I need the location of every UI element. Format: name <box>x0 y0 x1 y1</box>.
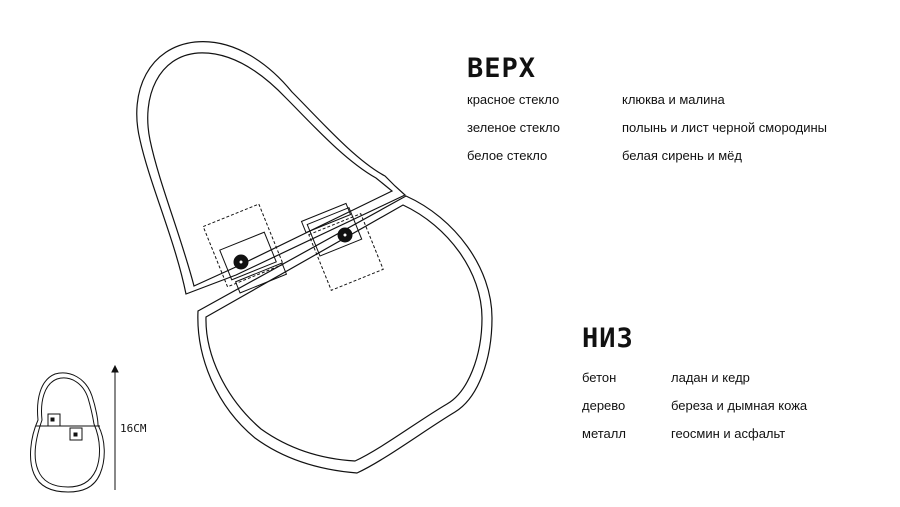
top-row-3-scent: белая сирень и мёд <box>622 148 742 163</box>
hinge-left-dashed-outline <box>202 203 284 288</box>
top-shell-outer <box>136 41 407 295</box>
small-reference-drawing <box>30 372 105 493</box>
hinge-right <box>300 202 384 291</box>
top-shell-inner <box>147 52 394 287</box>
bottom-row-1-scent: ладан и кедр <box>671 370 750 385</box>
bottom-row-2-scent: береза и дымная кожа <box>671 398 808 413</box>
bottom-section-title: НИЗ <box>582 323 634 354</box>
hinge-left <box>202 203 288 294</box>
bottom-row-1-material: бетон <box>582 370 617 385</box>
bottom-row-2-material: дерево <box>582 398 626 413</box>
top-row-1-material: красное стекло <box>467 92 560 107</box>
hinge-right-tab <box>300 202 352 234</box>
dimension-line <box>111 364 119 490</box>
bottom-shell-outer <box>197 195 493 474</box>
small-inner <box>34 377 100 488</box>
top-row-3-material: белое стекло <box>467 148 548 163</box>
top-row-2-material: зеленое стекло <box>467 120 561 135</box>
small-outer <box>30 372 105 493</box>
hinge-left-plate <box>219 231 277 281</box>
bottom-row-3-material: металл <box>582 426 626 441</box>
hinge-right-dashed-outline <box>308 213 384 291</box>
top-row-1-scent: клюква и малина <box>622 92 725 107</box>
top-row-2-scent: полынь и лист черной смородины <box>622 120 827 135</box>
dimension-label: 16СМ <box>120 422 147 435</box>
bottom-shell <box>197 195 493 474</box>
bottom-shell-inner <box>205 204 483 462</box>
bottom-row-3-scent: геосмин и асфальт <box>671 426 786 441</box>
hinge-left-tab <box>234 262 288 294</box>
top-shell <box>136 41 407 295</box>
hinge-right-plate <box>306 206 363 257</box>
top-section-title: ВЕРХ <box>467 53 537 84</box>
